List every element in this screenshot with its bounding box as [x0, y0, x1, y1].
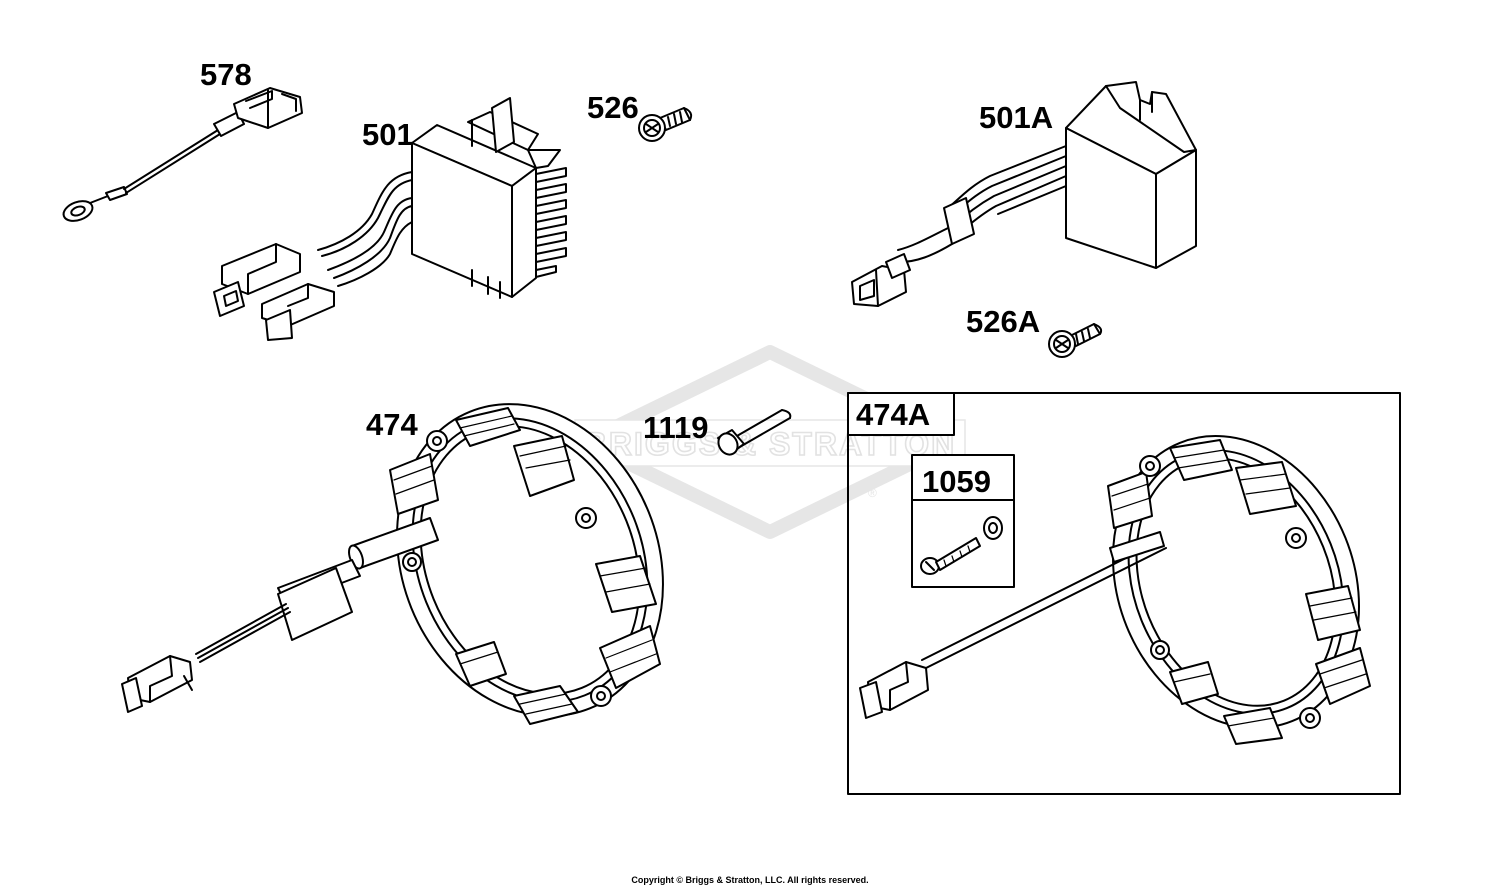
kit-474a-label-box	[847, 392, 955, 436]
copyright-notice: Copyright © Briggs & Stratton, LLC. All …	[631, 875, 869, 885]
part-578-ground-wire[interactable]	[61, 87, 303, 225]
stator-474a-coil-pads	[1107, 439, 1371, 745]
part-501a-regulator[interactable]	[851, 81, 1197, 307]
part-474-stator[interactable]	[121, 364, 709, 757]
part-1119-bolt[interactable]	[715, 409, 792, 458]
kit-474a-frame	[847, 392, 1401, 795]
registered-mark-icon: ®	[868, 486, 877, 500]
part-474a-stator[interactable]	[859, 399, 1402, 766]
callout-474a: 474A	[856, 397, 930, 432]
callout-578: 578	[200, 57, 252, 92]
part-501-regulator[interactable]	[213, 97, 567, 341]
callout-526: 526	[587, 90, 639, 125]
part-526a-screw[interactable]	[1048, 323, 1103, 358]
stator-coil-pads	[389, 407, 661, 725]
callout-526a: 526A	[966, 304, 1040, 339]
part-1059-screw-washer[interactable]	[920, 516, 1003, 575]
callout-501: 501	[362, 117, 414, 152]
callout-501a: 501A	[979, 100, 1053, 135]
part-526-screw[interactable]	[638, 107, 693, 142]
callout-1059: 1059	[922, 464, 991, 499]
callout-1119: 1119	[643, 410, 709, 445]
callout-474: 474	[366, 407, 418, 442]
